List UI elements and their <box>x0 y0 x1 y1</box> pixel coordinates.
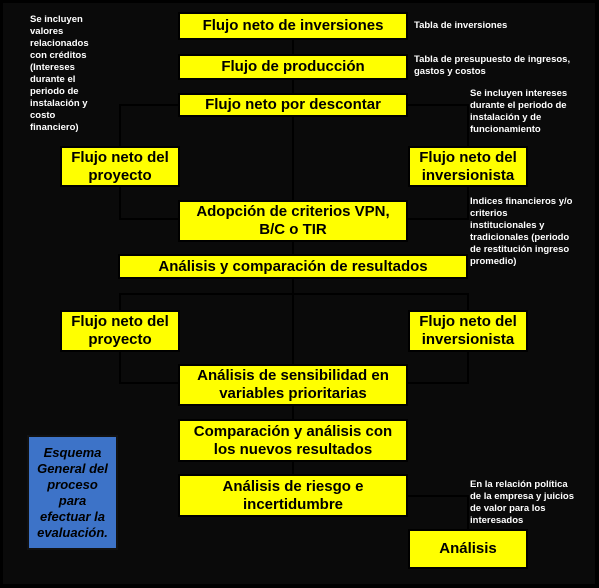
flujo-inversiones-box: Flujo neto de inversiones <box>178 12 408 40</box>
connector-merge-right-2 <box>408 352 469 384</box>
legend-esquema-box: Esquema General del proceso para efectua… <box>27 435 118 550</box>
connector-merge-right-1 <box>408 187 469 220</box>
connector-merge-left-2 <box>119 352 178 384</box>
note-tabla-inversiones: Tabla de inversiones <box>414 20 508 31</box>
analisis-comparacion-box: Análisis y comparación de resultados <box>118 254 468 279</box>
connector-branch-right-2 <box>293 293 469 310</box>
flujo-inversionista-box-1: Flujo neto del inversionista <box>408 146 528 187</box>
note-tabla-presupuesto: Tabla de presupuesto de ingresos, gastos… <box>414 54 571 77</box>
flujo-produccion-box: Flujo de producción <box>178 54 408 80</box>
connector-branch-left-1 <box>119 104 178 146</box>
note-indices: Indices financieros y/o criterios instit… <box>470 196 573 267</box>
note-relacion-politica: En la relación política de la empresa y … <box>470 479 575 526</box>
note-creditos: Se incluyen valores relacionados con cré… <box>30 14 89 133</box>
note-intereses: Se incluyen intereses durante el periodo… <box>470 88 568 135</box>
flujo-proyecto-box-1: Flujo neto del proyecto <box>60 146 180 187</box>
connector-merge-left-1 <box>119 187 178 220</box>
flujo-inversionista-box-2: Flujo neto del inversionista <box>408 310 528 352</box>
analisis-final-box: Análisis <box>408 529 528 569</box>
adopcion-criterios-box: Adopción de criterios VPN, B/C o TIR <box>178 200 408 242</box>
connector-riesgo-analisis <box>408 495 469 529</box>
riesgo-incertidumbre-box: Análisis de riesgo e incertidumbre <box>178 474 408 517</box>
connector-branch-left-2 <box>119 293 293 310</box>
comparacion-nuevos-box: Comparación y análisis con los nuevos re… <box>178 419 408 462</box>
flujo-proyecto-box-2: Flujo neto del proyecto <box>60 310 180 352</box>
flujo-por-descontar-box: Flujo neto por descontar <box>178 93 408 117</box>
connector-branch-right-1 <box>408 104 469 146</box>
analisis-sensibilidad-box: Análisis de sensibilidad en variables pr… <box>178 364 408 406</box>
